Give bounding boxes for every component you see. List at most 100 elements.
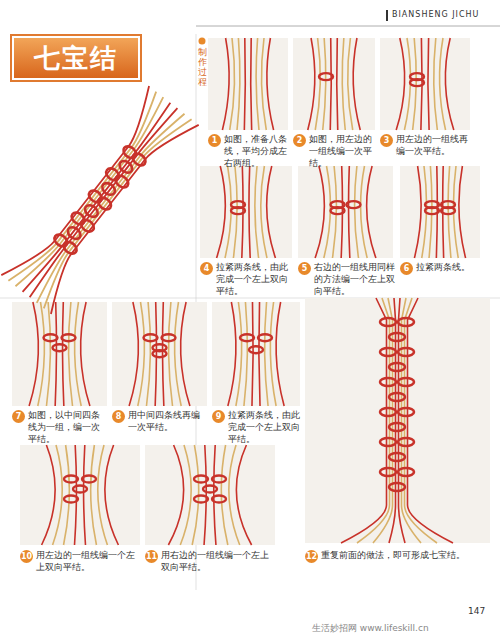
- knot: [380, 378, 396, 386]
- step-caption: 8用中间四条线再编一次平结。: [112, 409, 207, 433]
- cord: [330, 38, 331, 130]
- cord: [1, 86, 165, 288]
- cord: [396, 38, 404, 130]
- cord: [265, 302, 268, 406]
- cord: [324, 166, 331, 258]
- knot: [398, 378, 414, 386]
- knot: [82, 476, 96, 483]
- callout-number: 9: [212, 410, 225, 423]
- cord: [408, 298, 454, 543]
- knot: [52, 232, 69, 248]
- knot: [410, 79, 424, 86]
- callout-number: 2: [293, 134, 306, 147]
- cord: [138, 302, 145, 406]
- step-text: 用右边的一组线编一个左上双向平结。: [161, 549, 277, 573]
- step-text: 如图，用左边的一组线编一次平结。: [309, 133, 375, 169]
- cord: [98, 445, 108, 545]
- cord: [357, 298, 390, 543]
- cord: [448, 166, 451, 258]
- knot: [380, 438, 396, 446]
- knot: [87, 188, 104, 204]
- header-mark: [386, 10, 388, 21]
- cord: [42, 445, 56, 545]
- knot: [380, 348, 396, 356]
- cord: [429, 166, 432, 258]
- cord: [228, 302, 236, 406]
- photo-ground: [400, 166, 480, 258]
- title-banner: 七宝结: [12, 36, 140, 80]
- section-dot: [199, 38, 206, 45]
- knot: [319, 73, 333, 80]
- step-text: 拉紧两条线。: [416, 261, 482, 273]
- callout-number: 8: [112, 410, 125, 423]
- knot: [113, 173, 130, 189]
- knot: [347, 201, 361, 208]
- cord: [244, 302, 247, 406]
- photo-ground: [293, 38, 375, 130]
- cord: [315, 38, 320, 130]
- cord: [230, 38, 235, 130]
- photo-ground: [12, 302, 107, 406]
- header-rule: [196, 26, 500, 27]
- cord: [341, 298, 387, 543]
- cord: [405, 298, 438, 543]
- cord: [367, 166, 376, 258]
- knot: [240, 334, 254, 341]
- knot: [162, 334, 176, 341]
- knot: [44, 334, 58, 341]
- knot: [425, 207, 439, 214]
- cord: [323, 38, 326, 130]
- cord: [222, 38, 229, 130]
- knot: [380, 408, 396, 416]
- knot: [331, 207, 345, 214]
- knot: [389, 423, 405, 431]
- step-text: 如图，以中间四条线为一组，编一次平结。: [28, 409, 107, 445]
- cord: [255, 166, 259, 258]
- knot: [194, 476, 208, 483]
- photo-ground: [212, 302, 300, 406]
- cord: [38, 302, 45, 406]
- knot: [64, 476, 78, 483]
- knot: [212, 496, 226, 503]
- knot: [64, 496, 78, 503]
- cord: [155, 302, 156, 406]
- cord: [8, 92, 168, 290]
- step-caption: 1如图，准备八条线，平均分成左右两组。: [208, 133, 288, 169]
- knot: [231, 207, 245, 214]
- knot: [194, 496, 208, 503]
- cord: [337, 38, 338, 130]
- photo-ground: [20, 445, 140, 545]
- cord: [32, 110, 192, 308]
- knot: [398, 348, 414, 356]
- knot: [83, 203, 100, 219]
- knot: [153, 350, 167, 357]
- knot: [131, 151, 148, 167]
- watermark: 生活妙招网 www.lifeskill.cn: [312, 622, 429, 635]
- cord: [445, 38, 453, 130]
- running-header: BIANSHENG JICHU: [392, 10, 479, 19]
- cord: [163, 302, 164, 406]
- cord: [348, 38, 353, 130]
- step-caption: 3用左边的一组线再编一次平结。: [380, 133, 468, 157]
- cord: [181, 302, 190, 406]
- step-caption: 7如图，以中间四条线为一组，编一次平结。: [12, 409, 107, 445]
- cord: [169, 302, 173, 406]
- cord: [55, 302, 56, 406]
- cord: [249, 166, 250, 258]
- cord: [315, 166, 324, 258]
- cord: [217, 166, 226, 258]
- knot: [249, 346, 263, 353]
- page-number: 147: [468, 606, 485, 616]
- cord: [342, 38, 345, 130]
- cord: [53, 445, 63, 545]
- knot: [203, 486, 217, 493]
- knot: [66, 225, 83, 241]
- knot: [104, 166, 121, 182]
- photo-ground: [145, 445, 275, 545]
- cord: [276, 302, 284, 406]
- cord: [267, 166, 276, 258]
- photo-ground: [112, 302, 207, 406]
- cord: [237, 38, 240, 130]
- knot: [73, 486, 87, 493]
